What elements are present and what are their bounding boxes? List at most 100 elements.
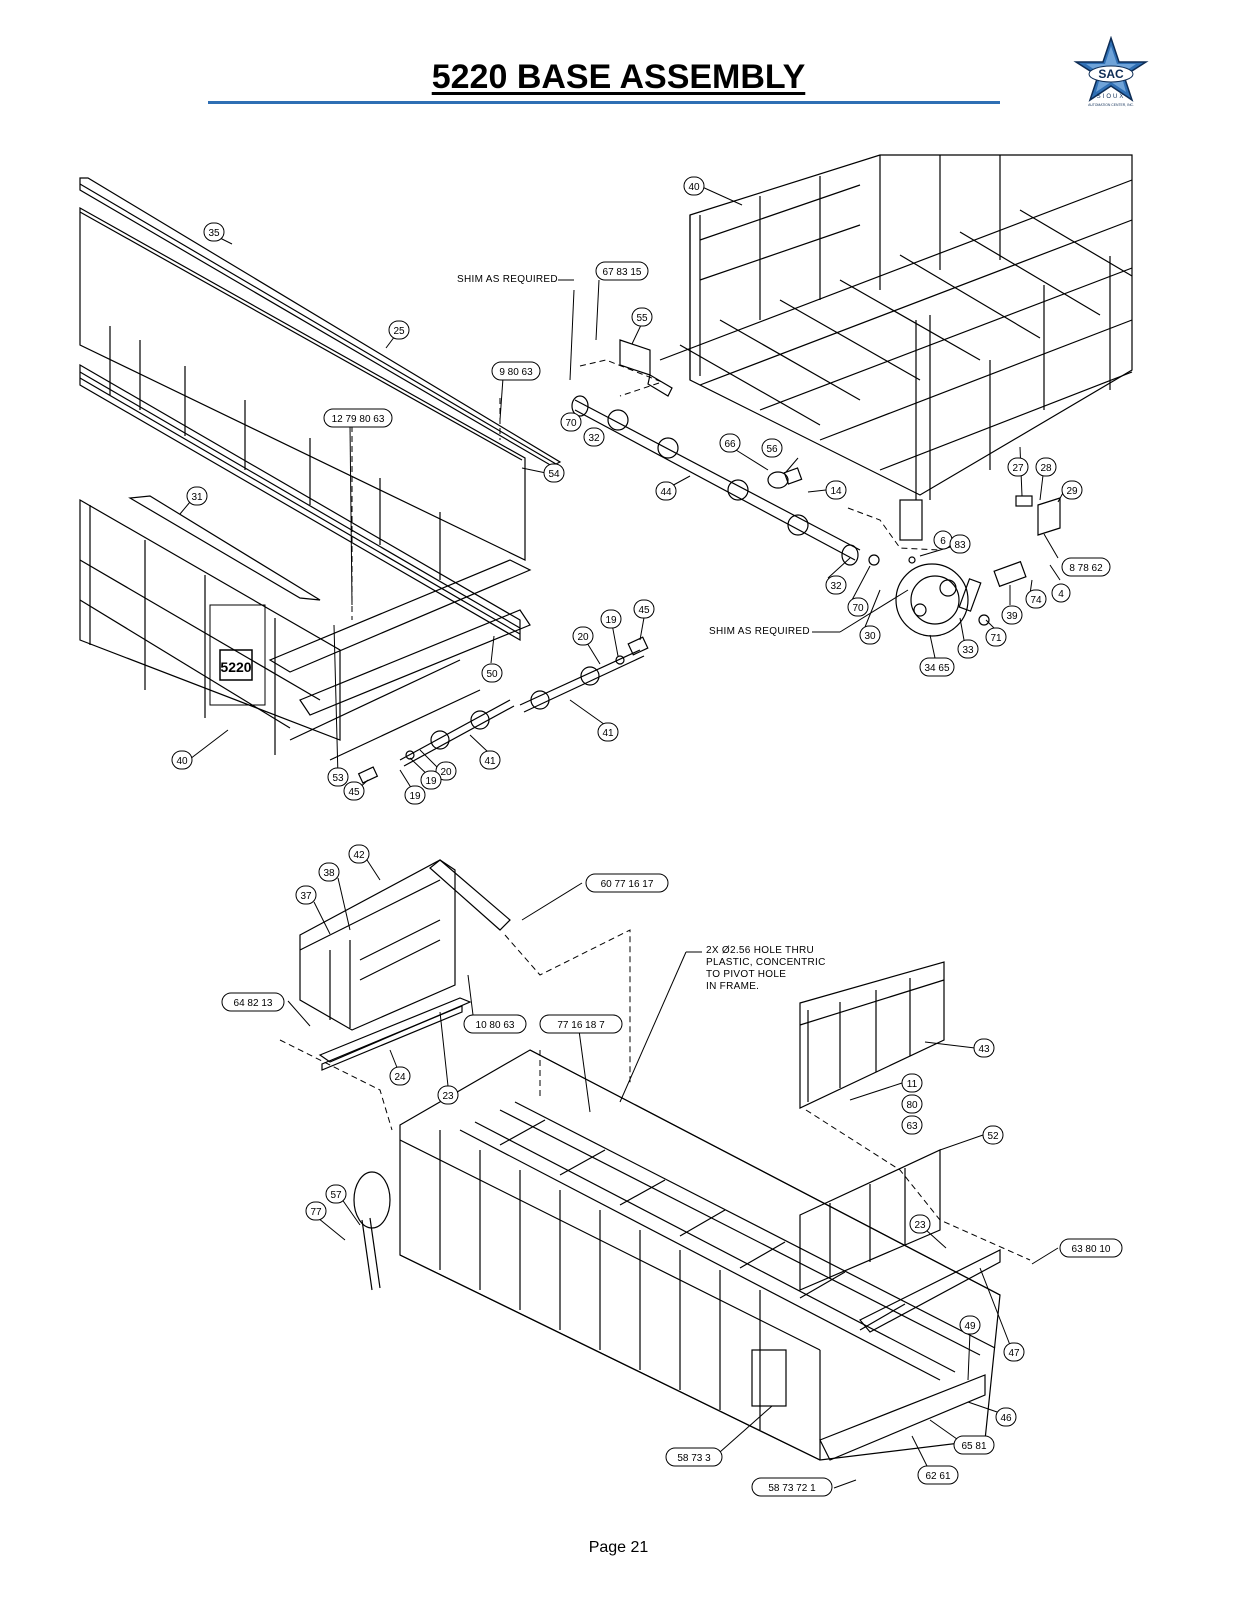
callout-77-16-18-7: 77 16 18 7 bbox=[539, 1014, 623, 1034]
svg-text:57: 57 bbox=[330, 1190, 342, 1201]
callout-67-83-15: 67 83 15 bbox=[595, 261, 649, 281]
svg-text:40: 40 bbox=[688, 182, 700, 193]
svg-text:70: 70 bbox=[852, 603, 864, 614]
note-hole: 2X Ø2.56 HOLE THRU PLASTIC, CONCENTRIC T… bbox=[706, 945, 826, 993]
svg-text:66: 66 bbox=[724, 439, 736, 450]
svg-text:53: 53 bbox=[332, 773, 344, 784]
logo-text: SAC bbox=[1098, 67, 1124, 81]
title-underline-rule bbox=[208, 101, 1000, 104]
svg-text:71: 71 bbox=[990, 633, 1002, 644]
callout-55: 55 bbox=[631, 307, 653, 327]
svg-text:43: 43 bbox=[978, 1044, 990, 1055]
svg-text:14: 14 bbox=[830, 486, 842, 497]
svg-text:41: 41 bbox=[602, 728, 614, 739]
callout-19a: 19 bbox=[600, 609, 622, 629]
callout-60-77-16-17: 60 77 16 17 bbox=[585, 873, 669, 893]
svg-text:27: 27 bbox=[1012, 463, 1024, 474]
svg-text:42: 42 bbox=[353, 850, 365, 861]
callout-11: 11 bbox=[901, 1073, 923, 1093]
callout-45b: 45 bbox=[343, 781, 365, 801]
svg-text:80: 80 bbox=[906, 1100, 918, 1111]
callout-39: 39 bbox=[1001, 605, 1023, 625]
svg-text:37: 37 bbox=[300, 891, 312, 902]
callout-20b: 20 bbox=[435, 761, 457, 781]
svg-text:34 65: 34 65 bbox=[924, 663, 949, 674]
svg-text:32: 32 bbox=[588, 433, 600, 444]
svg-text:77: 77 bbox=[310, 1207, 322, 1218]
svg-text:8 78 62: 8 78 62 bbox=[1069, 563, 1103, 574]
callout-9-80-63: 9 80 63 bbox=[491, 361, 541, 381]
callout-62-61: 62 61 bbox=[917, 1465, 959, 1485]
note-hole-line4: IN FRAME. bbox=[706, 981, 760, 992]
callouts-upper: 40 35 25 9 80 63 12 79 80 63 54 31 67 83… bbox=[171, 176, 1111, 805]
callout-42: 42 bbox=[348, 844, 370, 864]
svg-text:32: 32 bbox=[830, 581, 842, 592]
callout-63: 63 bbox=[901, 1115, 923, 1135]
callout-23b: 23 bbox=[909, 1214, 931, 1234]
callout-70a: 70 bbox=[560, 412, 582, 432]
svg-text:39: 39 bbox=[1006, 611, 1018, 622]
callout-31: 31 bbox=[186, 486, 208, 506]
callout-44: 44 bbox=[655, 481, 677, 501]
callout-35: 35 bbox=[203, 222, 225, 242]
callout-25: 25 bbox=[388, 320, 410, 340]
svg-text:19: 19 bbox=[605, 615, 617, 626]
svg-text:65 81: 65 81 bbox=[961, 1441, 986, 1452]
callout-37: 37 bbox=[295, 885, 317, 905]
svg-text:45: 45 bbox=[348, 787, 360, 798]
svg-text:28: 28 bbox=[1040, 463, 1052, 474]
callout-53: 53 bbox=[327, 767, 349, 787]
svg-text:41: 41 bbox=[484, 756, 496, 767]
callout-50: 50 bbox=[481, 663, 503, 683]
logo-company: AUTOMATION CENTER, INC. bbox=[1088, 103, 1134, 107]
callout-14: 14 bbox=[825, 480, 847, 500]
note-shim-top: SHIM AS REQUIRED bbox=[457, 274, 558, 285]
callout-41a: 41 bbox=[597, 722, 619, 742]
svg-text:4: 4 bbox=[1058, 589, 1064, 600]
callout-52: 52 bbox=[982, 1125, 1004, 1145]
note-hole-line1: 2X Ø2.56 HOLE THRU bbox=[706, 945, 815, 956]
svg-text:6: 6 bbox=[940, 536, 946, 547]
callout-19c: 19 bbox=[404, 785, 426, 805]
callout-24: 24 bbox=[389, 1066, 411, 1086]
svg-text:23: 23 bbox=[914, 1220, 926, 1231]
callout-83: 83 bbox=[949, 534, 971, 554]
callout-34-65: 34 65 bbox=[919, 657, 955, 677]
svg-text:60 77 16 17: 60 77 16 17 bbox=[601, 879, 654, 890]
callout-58-73-72-1: 58 73 72 1 bbox=[751, 1477, 833, 1497]
callout-10-80-63: 10 80 63 bbox=[463, 1014, 527, 1034]
svg-text:62 61: 62 61 bbox=[925, 1471, 950, 1482]
callout-19b: 19 bbox=[420, 770, 442, 790]
svg-text:11: 11 bbox=[907, 1079, 918, 1090]
callout-45a: 45 bbox=[633, 599, 655, 619]
callout-77: 77 bbox=[305, 1201, 327, 1221]
callout-20a: 20 bbox=[572, 626, 594, 646]
svg-text:63 80 10: 63 80 10 bbox=[1072, 1244, 1111, 1255]
svg-text:19: 19 bbox=[409, 791, 421, 802]
svg-text:24: 24 bbox=[394, 1072, 406, 1083]
callout-70b: 70 bbox=[847, 597, 869, 617]
note-hole-line2: PLASTIC, CONCENTRIC bbox=[706, 957, 826, 968]
callout-74: 74 bbox=[1025, 589, 1047, 609]
callouts-lower: 42 38 37 60 77 16 17 64 82 13 10 80 63 7… bbox=[221, 844, 1123, 1497]
sioux-automation-logo: SAC SIOUX AUTOMATION CENTER, INC. bbox=[1073, 36, 1149, 107]
svg-text:47: 47 bbox=[1008, 1348, 1020, 1359]
callout-33: 33 bbox=[957, 639, 979, 659]
svg-text:29: 29 bbox=[1066, 486, 1078, 497]
svg-text:25: 25 bbox=[393, 326, 405, 337]
svg-text:58 73 72 1: 58 73 72 1 bbox=[768, 1483, 816, 1494]
svg-text:67 83 15: 67 83 15 bbox=[603, 267, 642, 278]
callout-41b: 41 bbox=[479, 750, 501, 770]
callout-23a: 23 bbox=[437, 1085, 459, 1105]
svg-text:50: 50 bbox=[486, 669, 498, 680]
callout-43: 43 bbox=[973, 1038, 995, 1058]
svg-text:20: 20 bbox=[577, 632, 589, 643]
svg-text:23: 23 bbox=[442, 1091, 454, 1102]
callout-40b: 40 bbox=[171, 750, 193, 770]
frame-badge-text: 5220 bbox=[220, 659, 251, 675]
svg-text:10 80 63: 10 80 63 bbox=[476, 1020, 515, 1031]
callout-4: 4 bbox=[1051, 583, 1071, 603]
svg-text:54: 54 bbox=[548, 469, 560, 480]
callout-27: 27 bbox=[1007, 457, 1029, 477]
callout-32a: 32 bbox=[583, 427, 605, 447]
